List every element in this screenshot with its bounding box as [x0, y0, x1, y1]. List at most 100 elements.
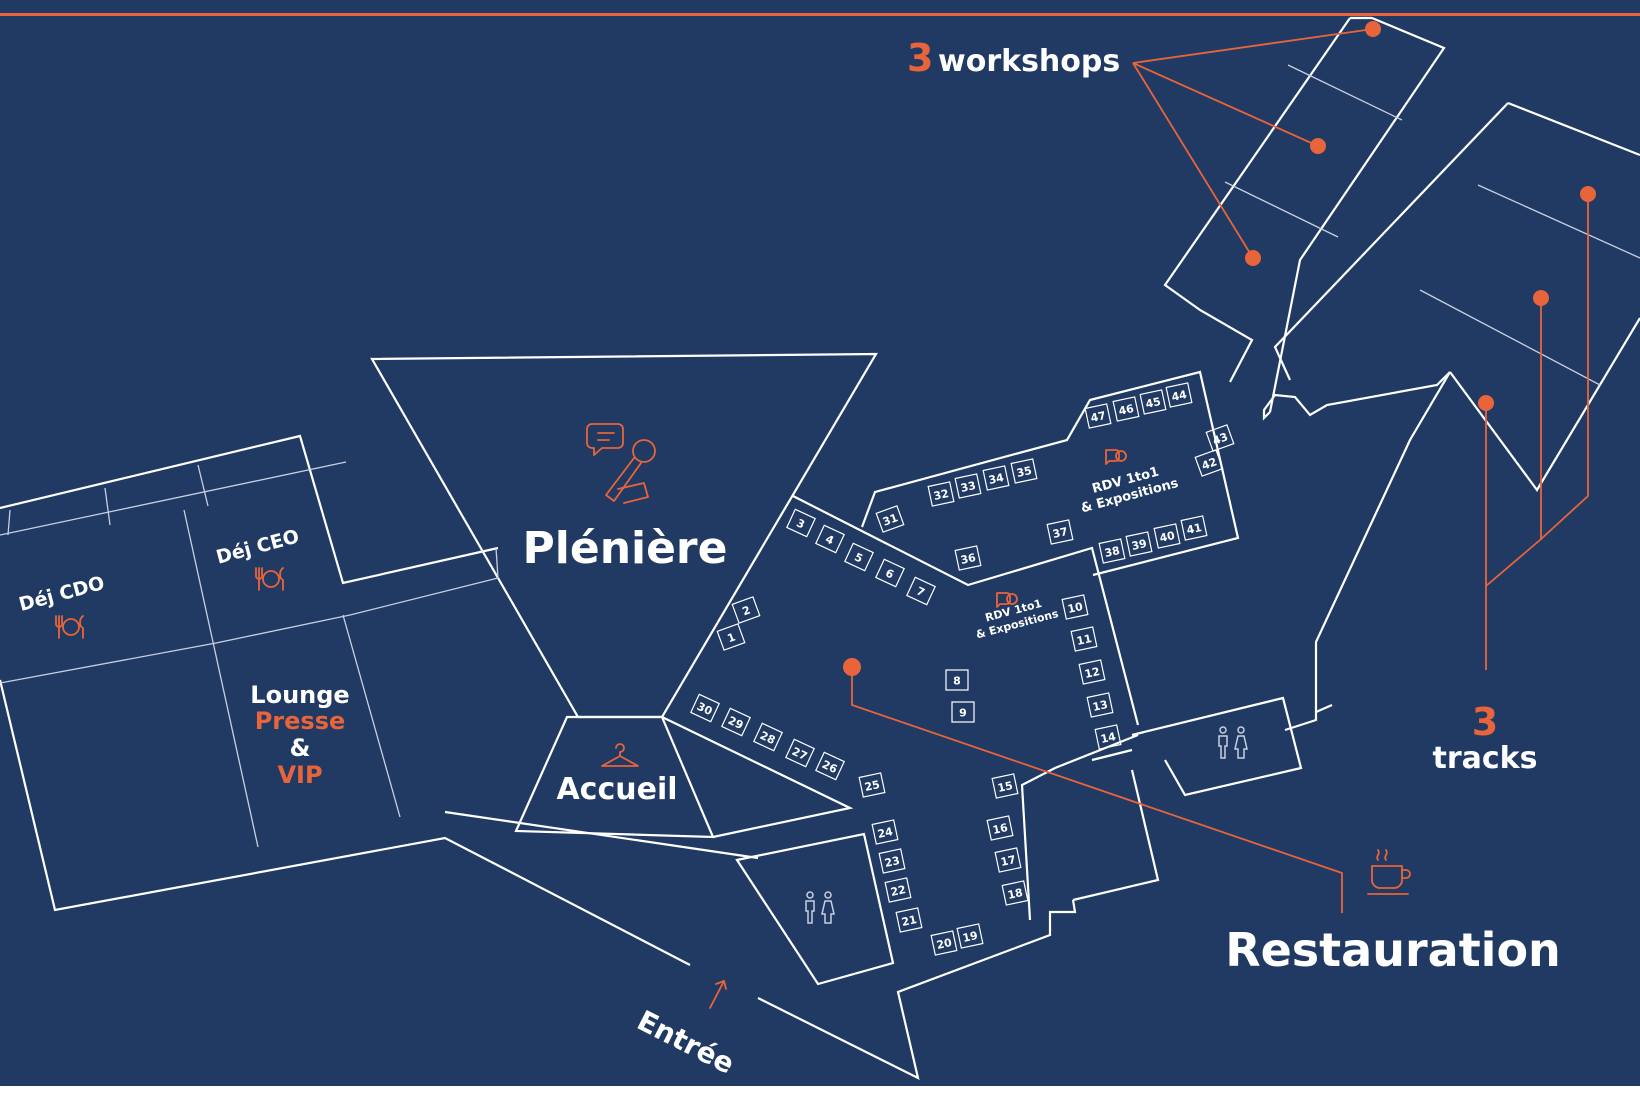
booth-box [875, 505, 905, 533]
booth-number: 27 [790, 745, 809, 763]
pleniere-label: Plénière [523, 523, 728, 574]
booth-number: 16 [991, 821, 1009, 837]
booth-box [954, 473, 982, 499]
chat-bubble-icon [1105, 449, 1127, 465]
booth-23: 23 [878, 848, 906, 874]
arrow-up-icon [709, 980, 727, 1009]
ampersand-label: & [290, 734, 311, 762]
booth-box [1112, 396, 1140, 422]
booth-28: 28 [753, 722, 783, 752]
booth-39: 39 [1125, 531, 1153, 557]
booth-number: 20 [935, 936, 953, 952]
booth-number: 43 [1211, 430, 1230, 447]
track-pin [1533, 290, 1549, 306]
booth-19: 19 [956, 923, 984, 949]
booth-number: 1 [726, 631, 738, 646]
booth-number: 23 [883, 854, 901, 870]
workshop-pin [1245, 250, 1261, 266]
booth-box [1205, 424, 1235, 452]
booth-8: 8 [945, 669, 969, 691]
booth-1: 1 [716, 623, 746, 651]
booth-box [785, 738, 815, 768]
track-pin [1478, 395, 1494, 411]
booth-37: 37 [1046, 519, 1074, 545]
booth-box [991, 773, 1019, 799]
booth-36: 36 [954, 545, 982, 571]
booth-29: 29 [721, 707, 751, 737]
booth-box [1010, 458, 1038, 484]
booth-box [1153, 523, 1181, 549]
booth-box [815, 524, 845, 554]
booth-30: 30 [690, 693, 720, 723]
booth-box [875, 558, 905, 588]
booth-45: 45 [1139, 389, 1167, 415]
booth-14: 14 [1094, 724, 1122, 750]
booth-number: 19 [961, 929, 979, 945]
booth-box [951, 701, 975, 723]
booth-33: 33 [954, 473, 982, 499]
booth-13: 13 [1086, 692, 1114, 718]
hanger-icon [601, 743, 639, 767]
tracks-label: tracks [1433, 741, 1538, 776]
booth-box [982, 465, 1010, 491]
booth-number: 31 [881, 511, 900, 528]
booth-number: 36 [959, 551, 977, 567]
accueil-label: Accueil [556, 772, 677, 807]
booth-16: 16 [986, 815, 1014, 841]
booth-20: 20 [930, 930, 958, 956]
west-wing-rooms [0, 461, 499, 848]
booth-box [994, 847, 1022, 873]
workshop-pin [1365, 21, 1381, 37]
booth-40: 40 [1153, 523, 1181, 549]
booth-number: 41 [1185, 521, 1203, 537]
booth-12: 12 [1078, 659, 1106, 685]
booth-42: 42 [1194, 449, 1224, 477]
booth-number: 42 [1200, 455, 1219, 472]
booth-box [1061, 594, 1089, 620]
booth-47: 47 [1084, 403, 1112, 429]
booth-32: 32 [927, 481, 955, 507]
booth-box [858, 772, 886, 798]
booth-number: 21 [900, 913, 918, 929]
booth-46: 46 [1112, 396, 1140, 422]
booths: 1234567891011121314151617181920212223242… [690, 382, 1235, 956]
booth-box [690, 693, 720, 723]
chat-bubble-icon [586, 423, 624, 456]
booth-box [956, 923, 984, 949]
booth-number: 12 [1083, 665, 1101, 681]
booth-number: 10 [1066, 600, 1084, 616]
booth-box [1098, 538, 1126, 564]
booth-38: 38 [1098, 538, 1126, 564]
booth-box [1139, 389, 1167, 415]
booth-number: 22 [889, 883, 907, 899]
microphone-icon [605, 439, 656, 504]
lounge-label: Lounge [250, 681, 349, 709]
booth-21: 21 [895, 907, 923, 933]
booth-number: 39 [1130, 537, 1148, 553]
booth-number: 34 [987, 471, 1005, 487]
restauration-label: Restauration [1225, 923, 1561, 977]
booth-box [895, 907, 923, 933]
booth-number: 44 [1170, 388, 1188, 404]
booth-box [927, 481, 955, 507]
booth-box [986, 815, 1014, 841]
booth-box [878, 848, 906, 874]
booth-box [1125, 531, 1153, 557]
booth-number: 13 [1091, 698, 1109, 714]
leader-lines [851, 28, 1589, 913]
booth-11: 11 [1070, 626, 1098, 652]
booth-number: 47 [1089, 409, 1107, 425]
booth-18: 18 [1001, 880, 1029, 906]
booth-24: 24 [871, 819, 899, 845]
booth-number: 29 [726, 714, 745, 732]
booth-box [1086, 692, 1114, 718]
booth-number: 26 [820, 758, 840, 776]
booth-box [716, 623, 746, 651]
booth-box [731, 596, 761, 624]
booth-26: 26 [815, 751, 845, 781]
booth-number: 17 [999, 853, 1017, 869]
chat-bubble-icon [996, 592, 1018, 608]
booth-box [906, 576, 936, 606]
